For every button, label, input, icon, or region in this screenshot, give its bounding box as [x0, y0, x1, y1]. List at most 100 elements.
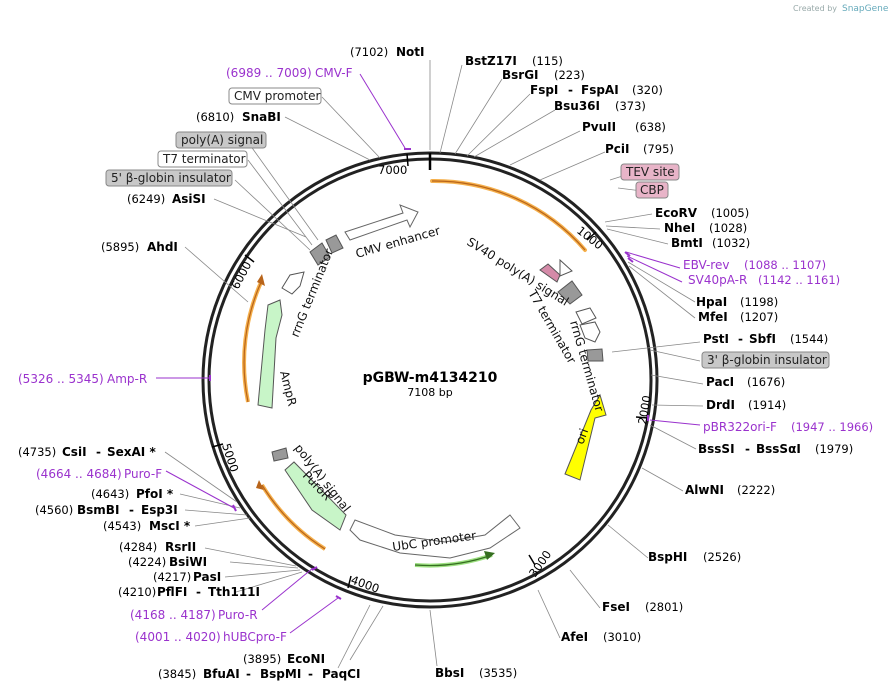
svg-text:PacI: PacI — [706, 375, 734, 389]
site-bsmbi: (4560)BsmBI-Esp3I — [35, 503, 178, 517]
svg-text:Puro-R: Puro-R — [218, 608, 258, 622]
site-hpai: HpaI(1198) — [696, 295, 778, 309]
svg-text:Puro-F: Puro-F — [124, 467, 162, 481]
tick-7000: 7000 — [378, 163, 407, 177]
site-ahdi: (5895) AhdI — [101, 240, 178, 254]
svg-text:AsiSI: AsiSI — [172, 192, 206, 206]
site-leader-lines — [164, 60, 704, 669]
svg-text:PvuII: PvuII — [582, 120, 616, 134]
svg-text:(4543): (4543) — [103, 519, 141, 533]
site-fspi: FspI-FspAI(320) — [530, 83, 663, 97]
svg-text:SexAI *: SexAI * — [107, 445, 156, 459]
site-noti: (7102) NotI — [350, 45, 425, 59]
credit-brand: SnapGene — [842, 4, 889, 14]
site-csii: (4735)CsiI-SexAI * — [18, 445, 156, 459]
rrng-terminator-right-arrow — [575, 307, 597, 325]
svg-text:(638): (638) — [635, 120, 666, 134]
box-cbp: CBP — [635, 181, 669, 199]
t7-terminator-box — [557, 280, 583, 305]
svg-text:(5895): (5895) — [101, 240, 139, 254]
svg-text:CMV promoter: CMV promoter — [234, 89, 321, 103]
svg-text:BspMI: BspMI — [260, 667, 301, 681]
primer-leader-lines — [156, 73, 701, 634]
svg-text:BspHI: BspHI — [648, 550, 687, 564]
svg-text:(1005): (1005) — [711, 206, 749, 220]
svg-text:AlwNI: AlwNI — [685, 483, 724, 497]
svg-text:T7 terminator: T7 terminator — [162, 152, 246, 166]
ori-arrow — [564, 393, 607, 481]
svg-text:(4217): (4217) — [153, 570, 191, 584]
svg-text:hUBCpro-F: hUBCpro-F — [223, 630, 287, 644]
box-tev-site: TEV site — [620, 163, 680, 181]
svg-text:SnaBI: SnaBI — [242, 110, 281, 124]
site-econi: (3895)EcoNI — [243, 652, 325, 666]
feature-ampr: AmpR — [277, 369, 299, 407]
svg-text:MscI *: MscI * — [149, 519, 191, 533]
restriction-sites: (7102) NotI BstZ17I (115) BsrGI(223) FspI-… — [18, 45, 853, 681]
svg-text:TEV site: TEV site — [625, 165, 675, 179]
site-bsrgi: BsrGI(223) — [502, 68, 585, 82]
svg-text:(4735): (4735) — [18, 445, 56, 459]
svg-text:AhdI: AhdI — [147, 240, 178, 254]
svg-text:(115): (115) — [532, 54, 563, 68]
svg-text:BbsI: BbsI — [435, 666, 464, 680]
svg-text:Amp-R: Amp-R — [107, 372, 147, 386]
site-paci: PacI (1676) — [706, 375, 785, 389]
svg-text:BsmBI: BsmBI — [77, 503, 119, 517]
box-3-globin-insulator: 3' β-globin insulator — [701, 351, 830, 369]
site-msci: (4543) MscI * — [103, 519, 191, 533]
tick-3000: 3000 — [526, 548, 554, 580]
svg-text:(6989 .. 7009): (6989 .. 7009) — [226, 66, 312, 80]
svg-text:(795): (795) — [643, 142, 674, 156]
svg-text:BssSαI: BssSαI — [756, 442, 801, 456]
site-bstz17i: BstZ17I (115) — [465, 54, 563, 68]
primer-pbr322ori-f: pBR322ori-F(1947 .. 1966) — [703, 420, 873, 434]
feature-arrows — [257, 204, 607, 559]
svg-text:CMV-F: CMV-F — [315, 66, 353, 80]
primers: (6989 .. 7009)CMV-F EBV-rev(1088 .. 1107… — [18, 66, 873, 644]
svg-text:(1207): (1207) — [740, 310, 778, 324]
svg-text:NheI: NheI — [664, 221, 695, 235]
svg-text:-: - — [96, 445, 101, 459]
svg-text:EBV-rev: EBV-rev — [683, 258, 729, 272]
3-globin-insulator-box — [586, 348, 604, 362]
site-nhei: NheI (1028) — [664, 221, 747, 235]
svg-text:SbfI: SbfI — [749, 332, 776, 346]
svg-text:(4224): (4224) — [128, 555, 166, 569]
svg-text:BstZ17I: BstZ17I — [465, 54, 517, 68]
svg-text:(1028): (1028) — [709, 221, 747, 235]
svg-text:(4210): (4210) — [118, 585, 156, 599]
svg-text:DrdI: DrdI — [706, 398, 735, 412]
svg-text:(1198): (1198) — [740, 295, 778, 309]
site-bsphi: BspHI(2526) — [648, 550, 741, 564]
site-asisi: (6249)AsiSI — [127, 192, 206, 206]
svg-text:(3895): (3895) — [243, 652, 281, 666]
svg-text:poly(A) signal: poly(A) signal — [181, 133, 263, 147]
svg-text:(7102): (7102) — [350, 45, 388, 59]
svg-text:NotI: NotI — [396, 45, 425, 59]
svg-text:(4001 .. 4020): (4001 .. 4020) — [135, 630, 221, 644]
puror-arrow — [284, 461, 347, 531]
svg-text:RsrII: RsrII — [165, 540, 196, 554]
svg-text:EcoRV: EcoRV — [655, 206, 698, 220]
svg-text:Bsu36I: Bsu36I — [554, 99, 600, 113]
site-bsu36i: Bsu36I (373) — [554, 99, 646, 113]
svg-text:PfoI *: PfoI * — [136, 487, 174, 501]
svg-text:(1544): (1544) — [790, 332, 828, 346]
svg-text:(4168 .. 4187): (4168 .. 4187) — [130, 608, 216, 622]
svg-text:-: - — [745, 442, 750, 456]
svg-text:PflFI: PflFI — [157, 585, 187, 599]
rrng-terminator-right-arrow-2 — [579, 321, 601, 343]
svg-text:(5326 .. 5345): (5326 .. 5345) — [18, 372, 104, 386]
svg-text:BssSI: BssSI — [698, 442, 735, 456]
svg-text:-: - — [196, 585, 201, 599]
site-snabi: (6810)SnaBI — [196, 110, 281, 124]
box-cmv-promoter: CMV promoter — [228, 87, 322, 105]
site-rsrii: (4284)RsrII — [119, 540, 196, 554]
svg-text:pBR322ori-F: pBR322ori-F — [703, 420, 777, 434]
ampr-arrow — [257, 299, 283, 409]
site-afei: AfeI(3010) — [561, 630, 641, 644]
svg-text:(1676): (1676) — [747, 375, 785, 389]
svg-text:(373): (373) — [615, 99, 646, 113]
